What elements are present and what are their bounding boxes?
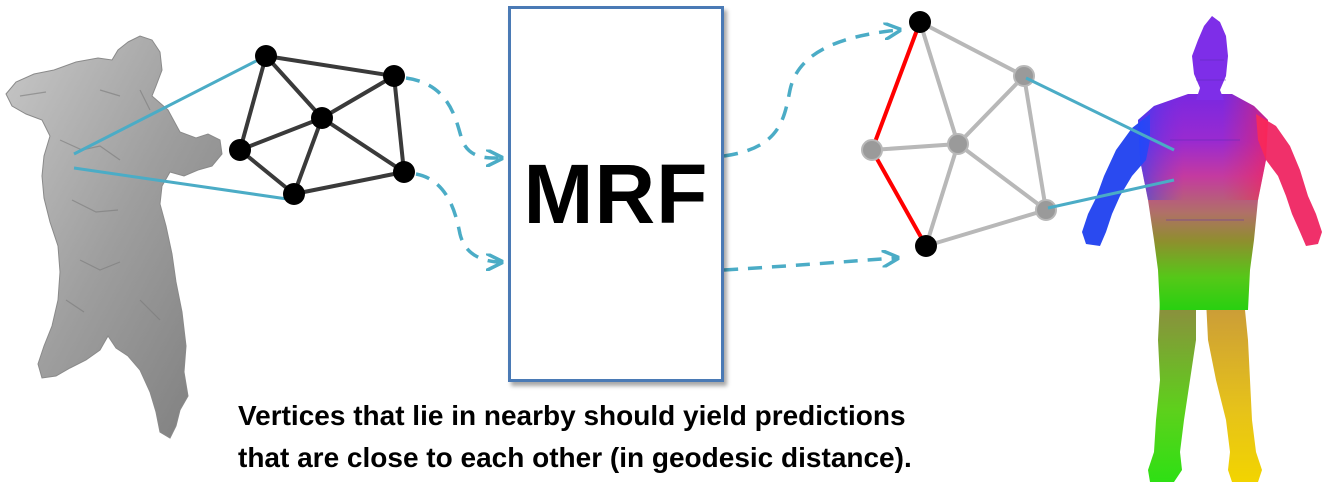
graph-node-gray (1013, 65, 1035, 87)
graph-node (255, 45, 277, 67)
output-connector-lines (1025, 76, 1175, 210)
graph-node-gray (1035, 199, 1057, 221)
output-graph-nodes (861, 11, 1057, 257)
output-graph-edges (870, 20, 1048, 248)
dashed-arrow (405, 76, 500, 158)
input-connector-lines (73, 54, 295, 202)
graph-node (393, 161, 415, 183)
graph-node (229, 139, 251, 161)
graph-node (283, 183, 305, 205)
highlight-path (870, 20, 928, 248)
graph-node-gray (947, 133, 969, 155)
dashed-arrow (723, 30, 898, 158)
output-graph (861, 11, 1057, 257)
mrf-label: MRF (523, 146, 709, 241)
input-graph-nodes (229, 45, 415, 205)
graph-node-gray (861, 139, 883, 161)
graph-node-dark (909, 11, 931, 33)
input-graph (229, 45, 415, 205)
output-mesh-icon (1082, 16, 1322, 482)
dashed-arrow (723, 258, 896, 272)
input-to-mrf-arrows (405, 76, 500, 262)
input-mesh-icon (5, 35, 223, 439)
graph-node (311, 107, 333, 129)
caption: Vertices that lie in nearby should yield… (238, 395, 1058, 479)
graph-node-dark (915, 235, 937, 257)
dashed-arrow (415, 172, 500, 262)
mrf-box: MRF (508, 6, 724, 382)
graph-node (383, 65, 405, 87)
caption-line-2: that are close to each other (in geodesi… (238, 442, 912, 473)
caption-line-1: Vertices that lie in nearby should yield… (238, 400, 906, 431)
input-graph-edges (238, 54, 406, 196)
mrf-to-output-arrows (723, 30, 898, 272)
